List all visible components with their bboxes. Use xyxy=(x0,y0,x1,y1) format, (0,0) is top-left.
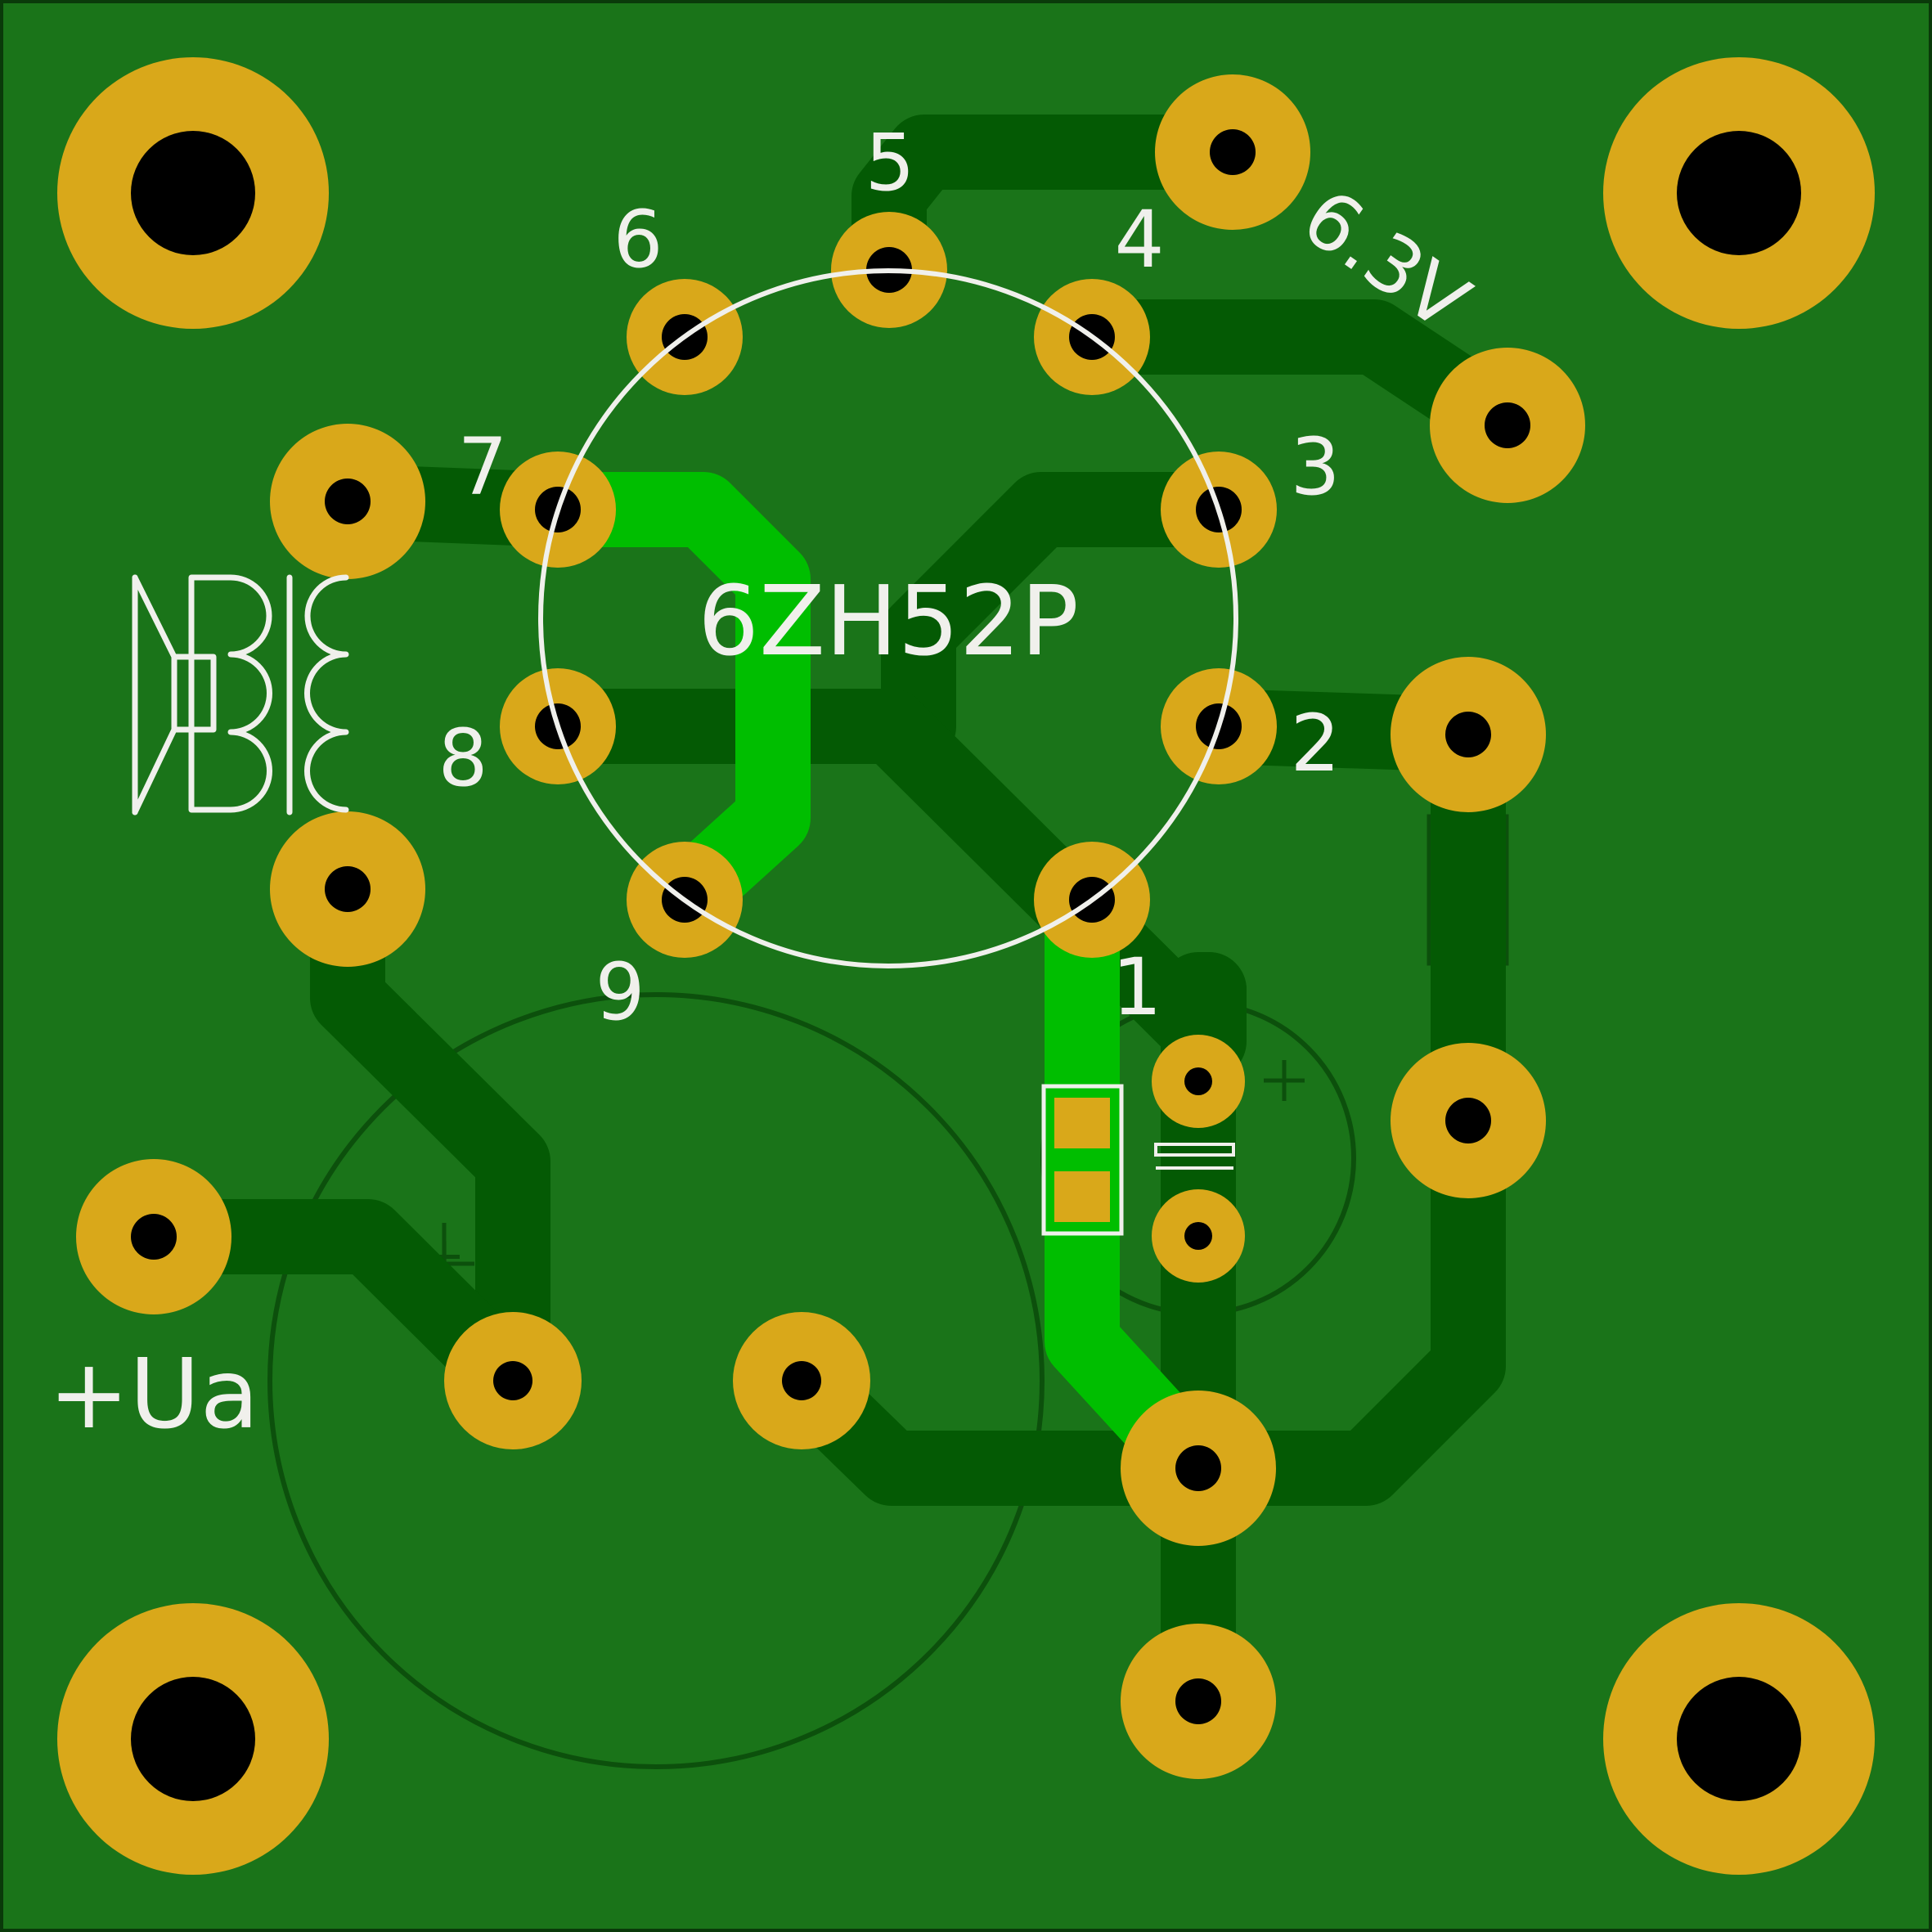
supply-voltage-label: +Ua xyxy=(48,1337,259,1450)
small-cap-symbol xyxy=(1154,1060,1305,1170)
large-cap-outline xyxy=(267,992,1045,1769)
ab-monogram-logo-icon xyxy=(132,574,349,815)
smd-outline-cap xyxy=(1041,1084,1124,1236)
smd-pads xyxy=(1041,824,1497,1236)
pin-label-2: 2 xyxy=(1290,698,1340,789)
mounting-hole-drill xyxy=(1677,131,1801,255)
trace-resistor-gnd xyxy=(1161,1083,1506,1506)
silkscreen-labels: 6ZH52P 1 2 3 4 5 6 7 8 9 6.3V +Ua + xyxy=(48,117,1485,1450)
tube-type-label: 6ZH52P xyxy=(698,564,1079,677)
pin-label-7: 7 xyxy=(457,421,507,513)
pin-label-5: 5 xyxy=(865,117,914,209)
mounting-holes xyxy=(57,57,1875,1875)
trace-pin7-pin9 xyxy=(520,472,811,936)
pin-label-9: 9 xyxy=(595,946,645,1038)
pin-label-4: 4 xyxy=(1114,194,1164,285)
mounting-hole-drill xyxy=(1677,1677,1801,1801)
smd-pad-cap-top xyxy=(1054,1098,1110,1148)
smd-pad-resistor-top xyxy=(1440,824,1497,878)
mounting-hole-drill xyxy=(131,131,255,255)
mounting-hole-drill xyxy=(131,1677,255,1801)
tube-socket-outline xyxy=(538,268,1238,968)
smd-pad-cap-bottom xyxy=(1054,1171,1110,1222)
trace-pin3-cross xyxy=(881,472,1256,764)
through-hole-pads xyxy=(76,74,1585,1779)
pin-label-3: 3 xyxy=(1290,421,1340,513)
smd-pad-resistor-bottom xyxy=(1440,901,1497,955)
pin-label-6: 6 xyxy=(613,194,663,285)
pin-label-8: 8 xyxy=(438,712,487,804)
pin-label-1: 1 xyxy=(1112,941,1161,1033)
